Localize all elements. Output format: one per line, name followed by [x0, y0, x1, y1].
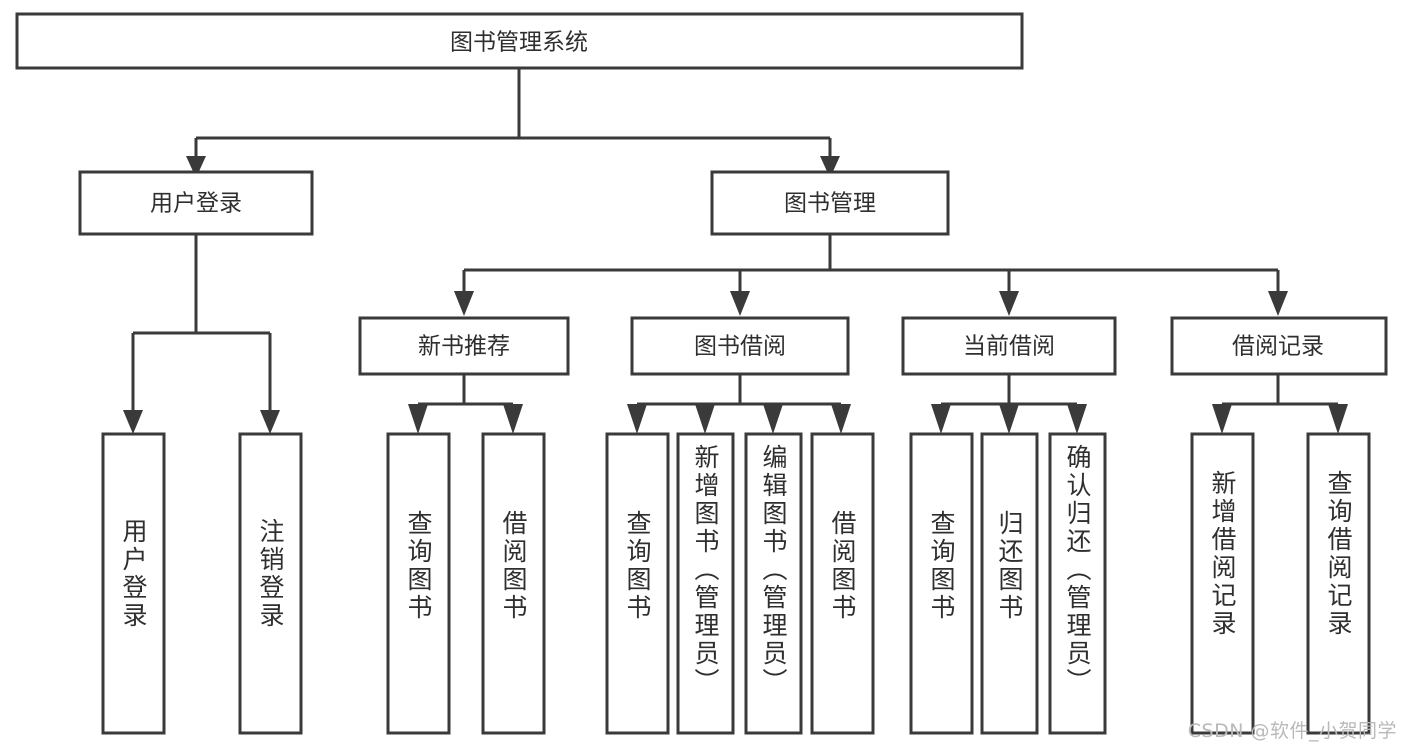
arrow-head-leaf-query-record — [1328, 404, 1348, 434]
arrow-head-book-borrow — [730, 291, 750, 316]
arrow-head-borrow-record — [1268, 291, 1288, 316]
arrow-head-leaf-user-login — [123, 410, 143, 434]
node-box-leaf-query-book-3[interactable] — [909, 432, 974, 735]
arrow-head-leaf-borrow-book-2 — [831, 404, 851, 434]
node-label-book-manage: 图书管理 — [784, 191, 876, 217]
node-current-borrow[interactable]: 当前借阅 — [901, 316, 1117, 376]
node-box-leaf-return-book[interactable] — [980, 432, 1039, 735]
node-label-user-login: 用户登录 — [150, 191, 242, 217]
node-label-book-borrow: 图书借阅 — [694, 334, 786, 360]
node-label-new-book-recommend: 新书推荐 — [418, 334, 510, 360]
node-box-leaf-query-book-1[interactable] — [386, 432, 451, 735]
connector-group-current-borrow — [931, 374, 1087, 434]
node-box-user-login[interactable] — [78, 170, 314, 236]
node-box-book-borrow[interactable] — [630, 316, 850, 376]
connector-group-new-book — [408, 374, 523, 434]
node-box-borrow-record[interactable] — [1170, 316, 1388, 376]
node-book-borrow[interactable]: 图书借阅 — [630, 316, 850, 376]
node-box-leaf-logout[interactable] — [238, 432, 303, 735]
arrow-head-leaf-query-book-2 — [627, 404, 647, 434]
arrow-head-leaf-add-record — [1212, 404, 1232, 434]
connector-group-borrow-record — [1212, 374, 1348, 434]
node-box-leaf-confirm-return[interactable] — [1048, 432, 1107, 735]
node-box-leaf-add-book[interactable] — [676, 432, 735, 735]
node-box-book-manage[interactable] — [710, 170, 950, 236]
arrow-head-leaf-query-book-1 — [408, 404, 428, 434]
node-box-leaf-edit-book[interactable] — [744, 432, 803, 735]
node-box-new-book-recommend[interactable] — [358, 316, 570, 376]
watermark-text: CSDN @软件_小贺同学 — [1187, 720, 1397, 742]
node-label-current-borrow: 当前借阅 — [963, 334, 1055, 360]
node-box-root[interactable] — [15, 12, 1024, 70]
node-label-borrow-record: 借阅记录 — [1232, 334, 1324, 360]
arrow-head-leaf-logout — [260, 410, 280, 434]
connector-group-user-login — [123, 234, 280, 434]
arrow-head-leaf-edit-book — [763, 404, 783, 434]
node-box-leaf-query-book-2[interactable] — [605, 432, 670, 735]
arrow-head-book-manage — [820, 156, 840, 178]
node-root-system[interactable]: 图书管理系统 — [15, 12, 1024, 70]
connector-group-book-borrow — [627, 374, 851, 434]
node-book-manage[interactable]: 图书管理 — [710, 170, 950, 236]
arrow-head-current-borrow — [999, 291, 1019, 316]
arrow-head-leaf-query-book-3 — [931, 404, 951, 434]
node-box-leaf-query-record[interactable] — [1306, 432, 1371, 735]
connector-group-root — [186, 68, 840, 178]
arrow-head-user-login — [186, 156, 206, 178]
connector-group-book-manage — [454, 234, 1288, 316]
node-box-leaf-borrow-book-2[interactable] — [810, 432, 875, 735]
arrow-head-leaf-return-book — [999, 404, 1019, 434]
arrow-head-leaf-borrow-book-1 — [503, 404, 523, 434]
node-box-current-borrow[interactable] — [901, 316, 1117, 376]
arrow-head-leaf-confirm-return — [1067, 404, 1087, 434]
node-borrow-record[interactable]: 借阅记录 — [1170, 316, 1388, 376]
node-box-leaf-borrow-book-1[interactable] — [481, 432, 546, 735]
node-label-root: 图书管理系统 — [450, 30, 588, 56]
node-box-leaf-user-login[interactable] — [101, 432, 166, 735]
arrow-head-leaf-add-book — [695, 404, 715, 434]
node-new-book-recommend[interactable]: 新书推荐 — [358, 316, 570, 376]
arrow-head-new-book — [454, 291, 474, 316]
node-box-leaf-add-record[interactable] — [1190, 432, 1255, 735]
node-user-login[interactable]: 用户登录 — [78, 170, 314, 236]
